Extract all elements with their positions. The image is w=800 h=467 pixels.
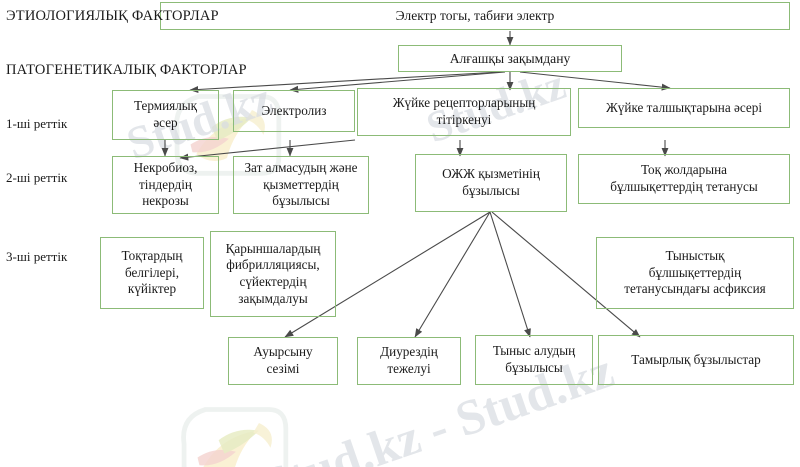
section-label-pathogenetic: ПАТОГЕНЕТИКАЛЫҚ ФАКТОРЛАР [6,62,247,78]
section-label-etiologic: ЭТИОЛОГИЯЛЫҚ ФАКТОРЛАР [6,8,219,24]
node-cns-dysfunction[interactable]: ОЖЖ қызметінің бұзылысы [415,154,567,212]
node-respiratory-asphyxia[interactable]: Тыныстық бұлшықеттердің тетанусындағы ас… [596,237,794,309]
node-necrobiosis[interactable]: Некробиоз, тіндердің некрозы [112,156,219,214]
node-ventricular-fibrillation[interactable]: Қарыншалардың фибрилляциясы, сүйектердің… [210,231,336,317]
node-nerve-receptor-irritation[interactable]: Жүйке рецепторларының тітіркенуі [357,88,571,136]
node-primary-injury[interactable]: Алғашқы зақымдану [398,45,622,72]
node-vascular-disorders[interactable]: Тамырлық бұзылыстар [598,335,794,385]
node-respiration-disorder[interactable]: Тыныс алудың бұзылысы [475,335,593,385]
row-label-second-order: 2-ші реттік [6,170,68,185]
node-current-marks-burns[interactable]: Тоқтардың белгілері, күйіктер [100,237,204,309]
bird-logo-icon [181,407,289,467]
node-pain-sensation[interactable]: Ауырсыну сезімі [228,337,338,385]
node-diuresis-inhibition[interactable]: Диурездің тежелуі [357,337,461,385]
row-label-first-order: 1-ші реттік [6,116,68,131]
node-source[interactable]: Электр тогы, табиғи электр [160,2,790,30]
node-metabolism-disorder[interactable]: Зат алмасудың және қызметтердің бұзылысы [233,156,369,214]
row-label-third-order: 3-ші реттік [6,249,68,264]
node-electrolysis[interactable]: Электролиз [233,90,355,132]
node-nerve-fiber-effect[interactable]: Жүйке талшықтарына әсері [578,88,790,128]
node-thermal-effect[interactable]: Термиялық әсер [112,90,219,140]
node-muscle-tetanus[interactable]: Тоқ жолдарына бұлшықеттердің тетанусы [578,154,790,204]
